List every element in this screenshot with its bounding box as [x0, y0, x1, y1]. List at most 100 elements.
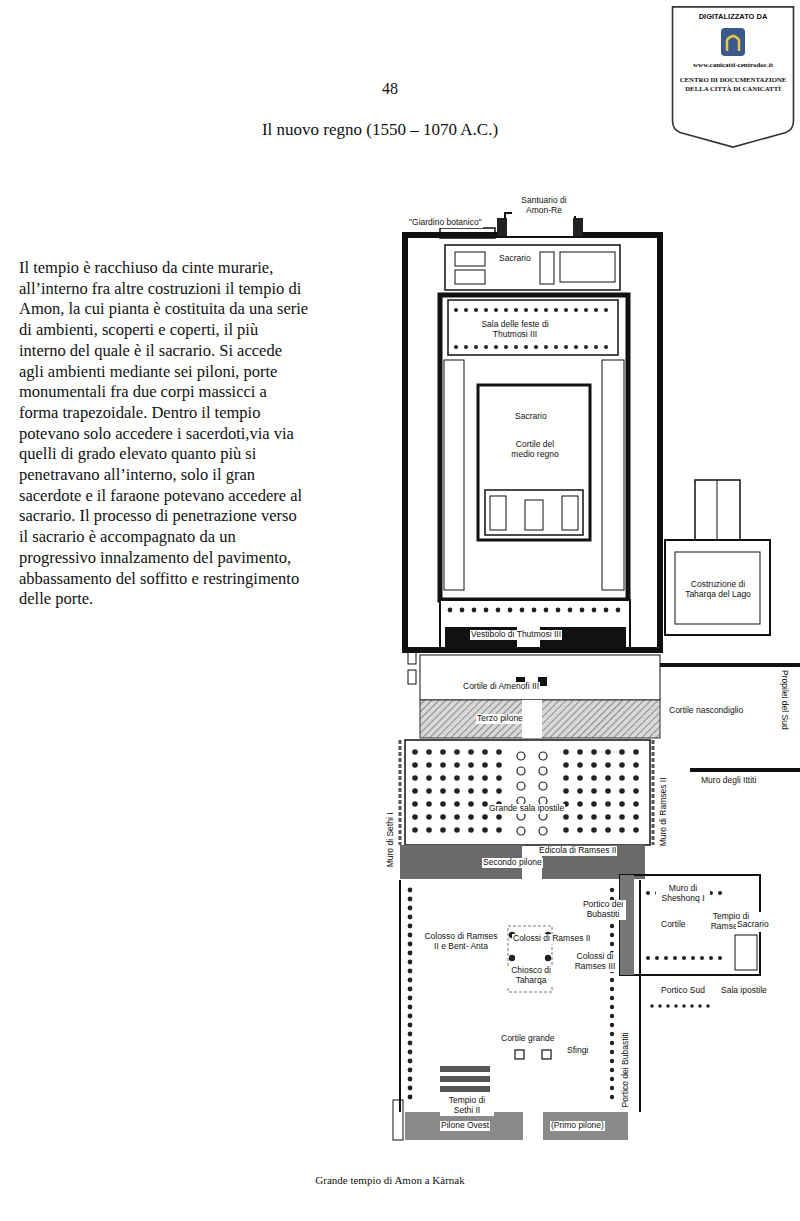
pylon-gate: [522, 700, 542, 738]
column-dot: [563, 788, 569, 794]
lake-structure: [695, 480, 740, 540]
column-dot: [605, 814, 611, 820]
column-dot: [440, 801, 446, 807]
court-wall: [399, 880, 401, 1112]
column-dot: [594, 345, 598, 349]
wall-line: [399, 740, 402, 845]
column-dot: [610, 1059, 614, 1063]
column-dot: [408, 1023, 413, 1028]
column-dot: [484, 608, 489, 613]
column-dot: [440, 775, 446, 781]
column-dot: [468, 814, 474, 820]
column-dot: [610, 888, 614, 892]
column-dot: [408, 942, 413, 947]
column-dot: [556, 608, 561, 613]
column-dot: [673, 956, 677, 960]
column-dot: [584, 345, 588, 349]
column-dot: [426, 827, 432, 833]
column-dot: [700, 956, 704, 960]
column-dot: [408, 1059, 413, 1064]
column-dot: [682, 1004, 686, 1008]
column-dot: [633, 814, 639, 820]
plan-label: Vestibolo di Thutmosi III: [470, 630, 562, 640]
rooms: [445, 245, 620, 290]
shield-outline: [673, 7, 794, 147]
stamp-body: CENTRO DI DOCUMENTAZIONE DELLA CITTÀ DI …: [674, 75, 792, 93]
room: [540, 252, 554, 284]
column-dot: [718, 956, 722, 960]
column-dot: [633, 762, 639, 768]
column-dot: [610, 942, 614, 946]
plan-label: Sacrario: [736, 920, 770, 930]
plan-label: Propilei del Sud: [779, 669, 789, 731]
column-dot: [646, 891, 650, 895]
column-dot: [496, 608, 501, 613]
column-dot: [619, 775, 625, 781]
plan-label: Portico Sud: [660, 986, 706, 996]
column-dot: [440, 814, 446, 820]
sanctuary: [505, 213, 575, 237]
column-dot: [484, 308, 488, 312]
column-dot: [605, 788, 611, 794]
column-dot: [468, 801, 474, 807]
column-dot: [408, 1086, 413, 1091]
column-dot: [482, 814, 488, 820]
plan-label: Cortile grande: [500, 1034, 555, 1044]
column-dot: [564, 308, 568, 312]
plan-label: Secondo pilone: [482, 858, 543, 868]
kiosk-column: [509, 955, 515, 961]
column-dot: [408, 1068, 413, 1073]
wall-line: [690, 768, 800, 772]
first-pylon: [543, 1112, 628, 1140]
column-dot: [426, 801, 432, 807]
plan-label: Costruzione di Taharqa del Lago: [680, 580, 756, 600]
city-emblem: [720, 27, 746, 57]
plan-label: Muro degli Ittiti: [700, 776, 757, 786]
column-dot: [408, 1077, 413, 1082]
column-dot: [408, 897, 413, 902]
column-dot: [496, 749, 502, 755]
column-dot: [619, 788, 625, 794]
column-dot: [591, 762, 597, 768]
sphinx: [515, 1050, 524, 1059]
column-dot: [408, 906, 413, 911]
column-dot: [605, 827, 611, 833]
column-dot: [408, 1050, 413, 1055]
sanctuary-block: [497, 218, 507, 236]
column-dot: [584, 308, 588, 312]
column-dot: [580, 608, 585, 613]
column-dot: [577, 775, 583, 781]
column-dot: [577, 749, 583, 755]
column-dot: [408, 1041, 413, 1046]
column-dot: [508, 608, 513, 613]
plan-label: "Giardino botanico": [408, 218, 483, 228]
column-dot: [514, 308, 518, 312]
page-number: 48: [381, 80, 399, 98]
side-rooms: [444, 360, 464, 590]
column-dot: [534, 308, 538, 312]
column-dot: [568, 608, 573, 613]
column-dot: [554, 308, 558, 312]
column-dot: [691, 956, 695, 960]
column-dot: [504, 308, 508, 312]
column-dot: [408, 978, 413, 983]
court-rooms: [485, 490, 583, 535]
column-large: [539, 752, 547, 760]
column-dot: [633, 801, 639, 807]
plan-label: Colosso di Ramses II e Bent- Anta: [420, 932, 502, 952]
column-dot: [577, 762, 583, 768]
column-dot: [454, 345, 458, 349]
column-dot: [605, 775, 611, 781]
column-dot: [464, 308, 468, 312]
column-dot: [610, 1086, 614, 1090]
column-large: [517, 752, 525, 760]
column-dot: [408, 969, 413, 974]
first-pylon: [405, 1112, 523, 1140]
column-dot: [514, 345, 518, 349]
column-dot: [706, 1004, 710, 1008]
plan-label: Portico dei Bubastiti: [621, 1031, 631, 1108]
column-dot: [690, 1004, 694, 1008]
column-dot: [426, 762, 432, 768]
